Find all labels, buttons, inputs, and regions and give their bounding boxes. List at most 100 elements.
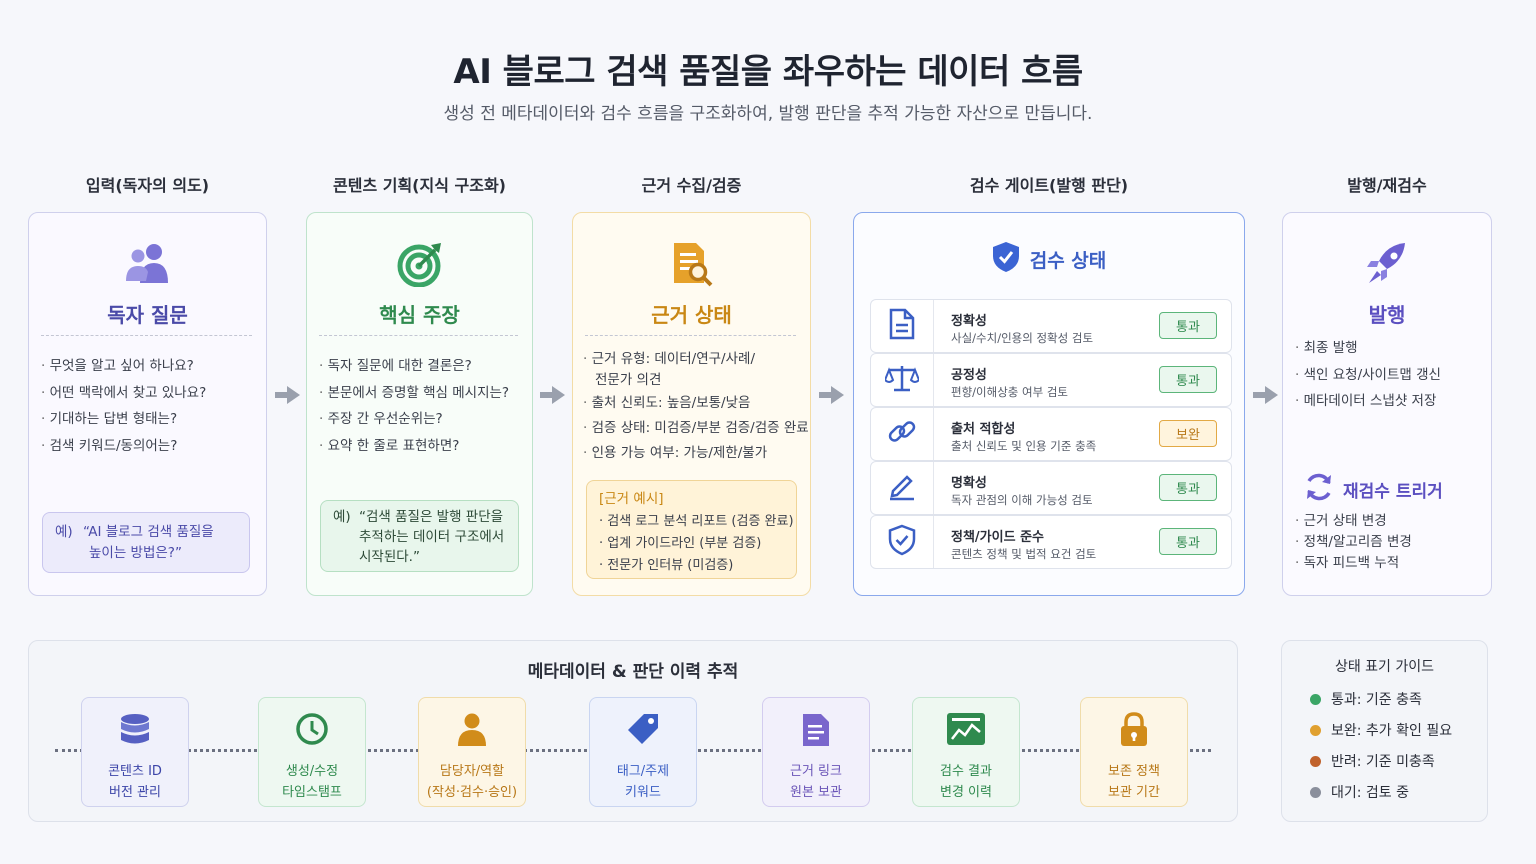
- column-header-review: 검수 게이트(발행 판단): [969, 176, 1129, 195]
- review-item-desc: 편향/이해상충 여부 검토: [951, 385, 1068, 399]
- bullet-list: 근거 유형: 데이터/연구/사례/ 전문가 의견 출처 신뢰도: 높음/보통/낮…: [583, 349, 809, 466]
- status-badge: 통과: [1159, 366, 1217, 393]
- status-badge: 보완: [1159, 420, 1217, 447]
- example-line: 추적하는 데이터 구조에서: [359, 529, 505, 545]
- list-item: 색인 요청/사이트맵 갱신: [1295, 362, 1483, 389]
- column-header-evidence: 근거 수집/검증: [641, 176, 742, 195]
- clock-icon: [295, 712, 329, 750]
- review-item-desc: 독자 관점의 이해 가능성 검토: [951, 493, 1093, 507]
- list-item: 요약 한 줄로 표현하면?: [319, 433, 524, 460]
- status-badge: 통과: [1159, 474, 1217, 501]
- status-dot: [1310, 786, 1321, 798]
- evidence-status-card: 근거 상태 근거 유형: 데이터/연구/사례/ 전문가 의견 출처 신뢰도: 높…: [572, 212, 811, 596]
- status-dot: [1310, 755, 1321, 767]
- review-item-name: 명확성: [951, 476, 987, 491]
- target-icon: [397, 241, 443, 291]
- tag-icon: [626, 712, 660, 750]
- review-item-name: 정확성: [951, 314, 987, 329]
- legend-item-reject: 반려: 기준 미충족: [1310, 751, 1435, 771]
- flow-arrow-icon: [1253, 386, 1278, 404]
- list-item: 독자 질문에 대한 결론은?: [319, 353, 524, 380]
- status-dot: [1310, 693, 1321, 705]
- example-box: 예) “검색 품질은 발행 판단을 추적하는 데이터 구조에서 시작된다.”: [320, 500, 519, 572]
- flow-arrow-icon: [819, 386, 844, 404]
- database-icon: [119, 712, 151, 752]
- review-item-name: 정책/가이드 준수: [951, 530, 1044, 545]
- list-item: 출처 신뢰도: 높음/보통/낮음: [583, 391, 802, 416]
- legend-label: 보완: 추가 확인 필요: [1331, 723, 1453, 739]
- list-item: 인용 가능 여부: 가능/제한/불가: [583, 441, 802, 466]
- link-icon: [887, 417, 917, 451]
- example-box: 예) “AI 블로그 검색 품질을 높이는 방법은?”: [42, 512, 250, 573]
- list-item: 독자 피드백 누적: [1295, 553, 1483, 574]
- page-subtitle: 생성 전 메타데이터와 검수 흐름을 구조화하여, 발행 판단을 추적 가능한 …: [443, 104, 1093, 124]
- pen-icon: [887, 471, 917, 505]
- list-item: 어떤 맥락에서 찾고 있나요?: [41, 380, 258, 407]
- bullet-list: 최종 발행 색인 요청/사이트맵 갱신 메타데이터 스냅샷 저장: [1295, 335, 1483, 415]
- list-item: 근거 유형: 데이터/연구/사례/: [583, 349, 802, 370]
- chart-icon: [946, 712, 986, 750]
- legend-label: 반려: 기준 미충족: [1331, 754, 1435, 770]
- legend-item-hold: 보완: 추가 확인 필요: [1310, 720, 1452, 740]
- list-item-continued: 전문가 의견: [595, 372, 662, 388]
- refresh-icon: [1303, 471, 1335, 507]
- file-icon: [889, 308, 915, 344]
- review-status-card: 검수 상태 정확성 사실/수치/인용의 정확성 검토 통과 공정성 편향/이해상…: [853, 212, 1245, 596]
- list-item: 주장 간 우선순위는?: [319, 406, 524, 433]
- list-item: 메타데이터 스냅샷 저장: [1295, 388, 1483, 415]
- core-claim-card: 핵심 주장 독자 질문에 대한 결론은? 본문에서 증명할 핵심 메시지는? 주…: [306, 212, 533, 596]
- scale-icon: [883, 364, 921, 396]
- legend-title: 상태 표기 가이드: [1334, 659, 1435, 675]
- review-status-heading: 검수 상태: [854, 241, 1244, 277]
- review-row-source: 출처 적합성 출처 신뢰도 및 인용 기준 충족 보완: [870, 407, 1232, 461]
- shield-icon: [888, 524, 916, 560]
- review-item-name: 공정성: [951, 368, 987, 383]
- review-item-name: 출처 적합성: [951, 422, 1016, 437]
- example-line: 높이는 방법은?”: [89, 545, 182, 561]
- retrigger-list: 근거 상태 변경 정책/알고리즘 변경 독자 피드백 누적: [1295, 511, 1483, 574]
- card-title: 핵심 주장: [379, 303, 460, 327]
- page-title: AI 블로그 검색 품질을 좌우하는 데이터 흐름: [453, 52, 1083, 92]
- list-item: 검색 키워드/동의어는?: [41, 433, 258, 460]
- example-line: · 전문가 인터뷰 (미검증): [599, 558, 734, 573]
- list-item: 무엇을 알고 싶어 하나요?: [41, 353, 258, 380]
- example-line: · 업계 가이드라인 (부분 검증): [599, 536, 762, 551]
- review-row-clarity: 명확성 독자 관점의 이해 가능성 검토 통과: [870, 461, 1232, 515]
- list-item: 최종 발행: [1295, 335, 1483, 362]
- shield-check-icon: [992, 241, 1020, 277]
- example-line: “AI 블로그 검색 품질을: [83, 524, 214, 540]
- meta-item-owner: 담당자/역할(작성·검수·승인): [418, 697, 526, 807]
- retrigger-title: 재검수 트리거: [1343, 481, 1443, 502]
- review-item-desc: 출처 신뢰도 및 인용 기준 충족: [951, 439, 1097, 453]
- person-icon: [456, 712, 488, 750]
- document-icon: [801, 712, 831, 752]
- flow-arrow-icon: [540, 386, 565, 404]
- review-row-accuracy: 정확성 사실/수치/인용의 정확성 검토 통과: [870, 299, 1232, 353]
- document-search-icon: [670, 241, 714, 291]
- card-title: 발행: [1368, 303, 1406, 327]
- metadata-title: 메타데이터 & 판단 이력 추적: [527, 662, 739, 682]
- column-header-planning: 콘텐츠 기획(지식 구조화): [333, 176, 506, 195]
- status-badge: 통과: [1159, 312, 1217, 339]
- meta-item-label: 담당자/역할(작성·검수·승인): [426, 764, 518, 800]
- list-item: 검증 상태: 미검증/부분 검증/검증 완료: [583, 416, 809, 441]
- bullet-list: 무엇을 알고 싶어 하나요? 어떤 맥락에서 찾고 있나요? 기대하는 답변 형…: [41, 353, 258, 459]
- list-item: 근거 상태 변경: [1295, 511, 1483, 532]
- status-legend-panel: 상태 표기 가이드 통과: 기준 충족 보완: 추가 확인 필요 반려: 기준 …: [1281, 640, 1488, 822]
- flow-arrow-icon: [275, 386, 300, 404]
- legend-label: 통과: 기준 충족: [1331, 692, 1422, 708]
- status-badge: 통과: [1159, 528, 1217, 555]
- review-item-desc: 사실/수치/인용의 정확성 검토: [951, 331, 1094, 345]
- example-label: 예): [55, 524, 73, 540]
